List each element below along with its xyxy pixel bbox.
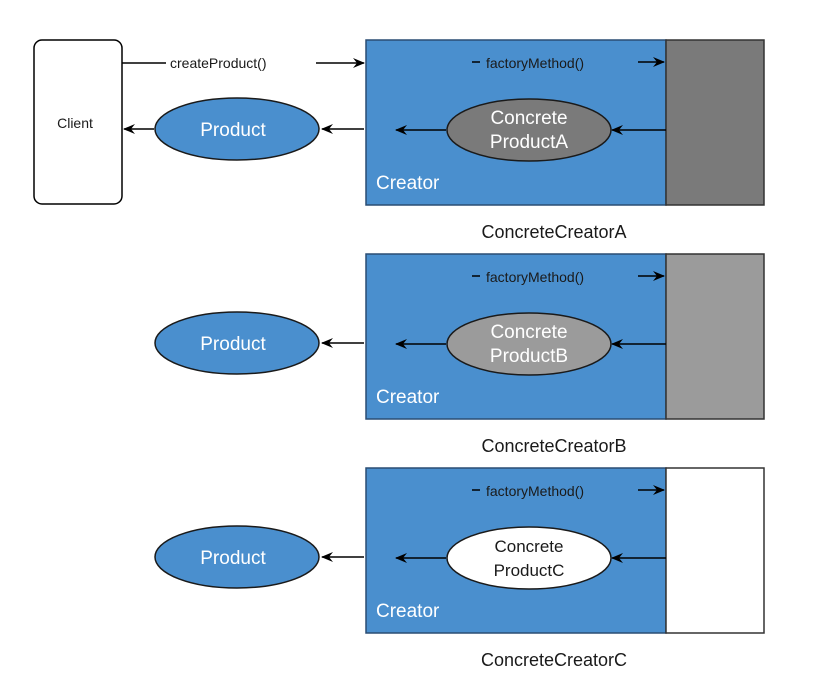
- concrete-creator-a: factoryMethod() Concrete ProductA Creato…: [154, 39, 765, 242]
- concrete-product-ellipse: [446, 312, 612, 376]
- client-box: [33, 39, 123, 205]
- concrete-product-line2: ProductC: [494, 561, 565, 580]
- product-label: Product: [200, 334, 266, 355]
- concrete-creator-b: factoryMethod() Concrete ProductB Creato…: [154, 253, 765, 456]
- concrete-creator-c: factoryMethod() Concrete ProductC Creato…: [154, 467, 765, 670]
- product-ellipse: [154, 525, 320, 589]
- client-label: Client: [57, 115, 93, 131]
- factory-method-label: factoryMethod(): [486, 55, 584, 71]
- product-label: Product: [200, 548, 266, 569]
- factory-method-label: factoryMethod(): [486, 483, 584, 499]
- creator-caption: ConcreteCreatorA: [481, 222, 626, 242]
- subclass-extension-c: [665, 467, 765, 634]
- factory-method-label: factoryMethod(): [486, 269, 584, 285]
- concrete-product-line1: Concrete: [495, 537, 564, 556]
- creator-label: Creator: [376, 173, 440, 194]
- product-ellipse: [154, 97, 320, 161]
- concrete-product-ellipse: [446, 526, 612, 590]
- concrete-product-line1: Concrete: [490, 322, 567, 343]
- creator-label: Creator: [376, 601, 440, 622]
- creator-box: [365, 39, 667, 206]
- concrete-product-line2: ProductB: [490, 346, 568, 367]
- product-label: Product: [200, 120, 266, 141]
- subclass-extension-a: [665, 39, 765, 206]
- concrete-product-line2: ProductA: [490, 132, 568, 153]
- create-product-label: createProduct(): [170, 55, 266, 71]
- product-ellipse: [154, 311, 320, 375]
- creator-caption: ConcreteCreatorC: [481, 650, 627, 670]
- concrete-product-ellipse: [446, 98, 612, 162]
- creator-label: Creator: [376, 387, 440, 408]
- concrete-product-line1: Concrete: [490, 108, 567, 129]
- subclass-extension-b: [665, 253, 765, 420]
- creator-caption: ConcreteCreatorB: [481, 436, 626, 456]
